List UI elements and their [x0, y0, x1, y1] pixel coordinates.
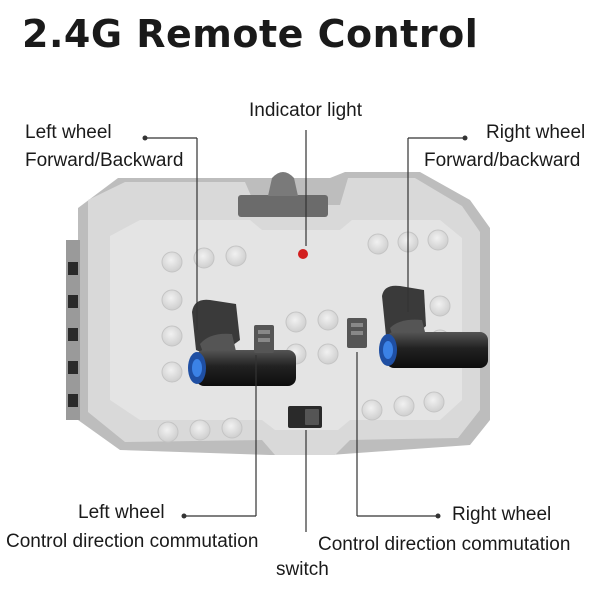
- right-direction-commutation-label: Control direction commutation: [318, 534, 571, 555]
- left-direction-toggle[interactable]: [254, 325, 274, 353]
- right-direction-toggle[interactable]: [347, 318, 367, 348]
- leader-dot: [181, 513, 187, 519]
- leader-dot: [142, 135, 148, 141]
- left-forward-backward-label: Forward/Backward: [25, 150, 184, 171]
- power-switch[interactable]: [288, 406, 322, 428]
- left-wheel-bottom-label: Left wheel: [78, 502, 165, 523]
- right-wheel-top-label: Right wheel: [486, 122, 586, 143]
- indicator-light-label: Indicator light: [249, 100, 363, 121]
- left-direction-commutation-label: Control direction commutation: [6, 531, 259, 552]
- right-forward-backward-label: Forward/backward: [424, 150, 581, 171]
- left-wheel-lever[interactable]: [188, 299, 296, 386]
- leader-dot: [462, 135, 468, 141]
- right-wheel-bottom-label: Right wheel: [452, 504, 552, 525]
- brick-studs: [157, 229, 451, 443]
- left-wheel-top-label: Left wheel: [25, 122, 112, 143]
- page-title: 2.4G Remote Control: [22, 12, 479, 56]
- indicator-led: [298, 249, 308, 259]
- right-wheel-lever[interactable]: [379, 285, 488, 368]
- leader-dot: [435, 513, 441, 519]
- leader-lines: [145, 130, 465, 532]
- switch-label: switch: [276, 559, 329, 580]
